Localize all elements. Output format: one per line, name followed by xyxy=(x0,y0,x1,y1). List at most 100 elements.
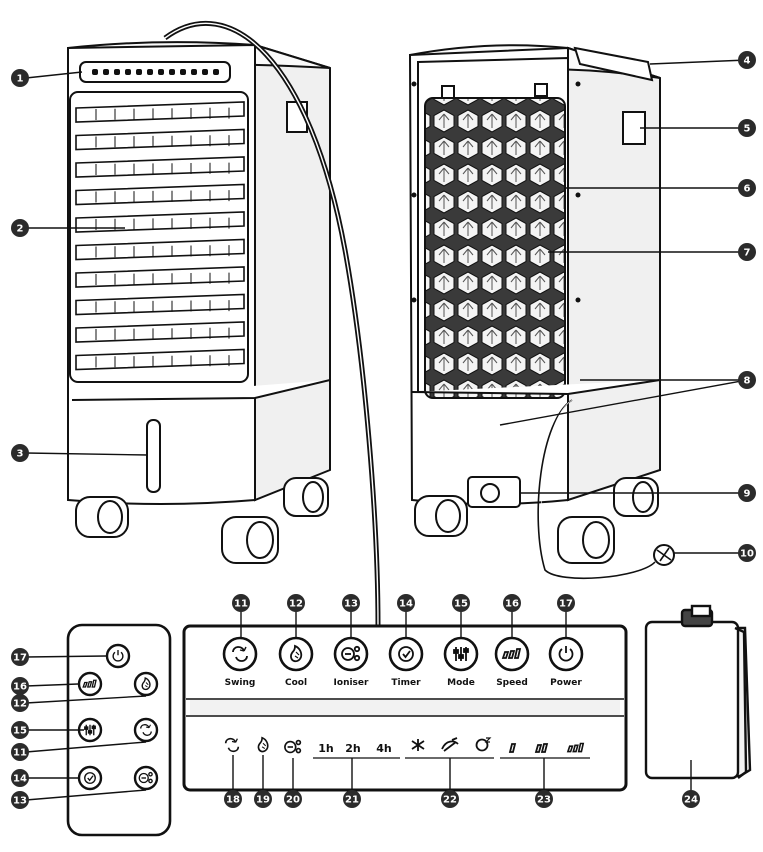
water-tank xyxy=(644,604,752,780)
callout-number: 22 xyxy=(443,795,457,806)
panel-mode-button[interactable]: Mode xyxy=(443,636,479,688)
panel-button-label: Cool xyxy=(285,678,307,688)
remote-swing-button[interactable] xyxy=(133,717,159,743)
timer-indicator-4h: 4h xyxy=(376,742,392,755)
callout-badge: 19 xyxy=(254,790,272,808)
callout-number: 13 xyxy=(344,599,358,610)
callout-badge: 9 xyxy=(738,484,756,502)
callout-badge: 22 xyxy=(441,790,459,808)
callout-badge: 8 xyxy=(738,371,756,389)
callout-badge: 20 xyxy=(284,790,302,808)
timer-indicator-2h: 2h xyxy=(345,742,361,755)
speed-icon xyxy=(566,742,585,753)
callout-number: 14 xyxy=(399,599,413,610)
callout-badge: 14 xyxy=(11,769,29,787)
callout-number: 11 xyxy=(13,748,27,759)
callout-number: 14 xyxy=(13,774,27,785)
mode-sleep-icon xyxy=(475,737,492,752)
panel-swing-button[interactable]: Swing xyxy=(222,636,258,688)
callout-number: 6 xyxy=(744,184,751,195)
speed-mid-icon xyxy=(534,743,549,753)
callout-badge: 12 xyxy=(11,694,29,712)
callout-number: 23 xyxy=(537,795,551,806)
power-cord xyxy=(537,399,656,580)
callout-badge: 1 xyxy=(11,69,29,87)
timer-icon xyxy=(84,772,96,784)
callout-number: 24 xyxy=(684,795,698,806)
callout-number: 13 xyxy=(13,796,27,807)
ioniser-icon xyxy=(284,739,302,754)
callout-number: 20 xyxy=(286,795,300,806)
ioniser-icon xyxy=(341,645,361,662)
swing-icon xyxy=(140,724,152,736)
callout-number: 1 xyxy=(17,74,24,85)
mode-icon xyxy=(84,724,96,736)
callout-number: 17 xyxy=(13,653,27,664)
callout-number: 11 xyxy=(234,599,248,610)
callout-number: 10 xyxy=(740,549,754,560)
callout-number: 19 xyxy=(256,795,270,806)
remote-timer-button[interactable] xyxy=(77,765,103,791)
panel-button-label: Power xyxy=(550,678,582,688)
callout-number: 21 xyxy=(345,795,359,806)
callout-badge: 14 xyxy=(397,594,415,612)
swing-icon xyxy=(232,646,248,662)
callout-number: 9 xyxy=(744,489,751,500)
front-wheels xyxy=(75,477,329,564)
callout-badge: 18 xyxy=(224,790,242,808)
callout-badge: 15 xyxy=(11,721,29,739)
cool-icon xyxy=(290,644,303,663)
callout-number: 2 xyxy=(17,224,24,235)
panel-button-label: Ioniser xyxy=(334,678,369,688)
remote-power-button[interactable] xyxy=(105,643,131,669)
remote-mode-button[interactable] xyxy=(77,717,103,743)
ioniser-icon xyxy=(138,771,153,784)
callout-number: 16 xyxy=(505,599,519,610)
power-icon xyxy=(558,646,574,662)
power-icon xyxy=(112,650,124,662)
callout-badge: 11 xyxy=(232,594,250,612)
callout-badge: 16 xyxy=(503,594,521,612)
panel-speed-button[interactable]: Speed xyxy=(494,636,530,688)
callout-badge: 15 xyxy=(452,594,470,612)
callout-number: 18 xyxy=(226,795,240,806)
callout-number: 17 xyxy=(559,599,573,610)
mode-normal-icon xyxy=(411,739,425,751)
panel-timer-button[interactable]: Timer xyxy=(388,636,424,688)
panel-button-label: Speed xyxy=(496,678,528,688)
remote-cool-button[interactable] xyxy=(133,671,159,697)
callout-number: 15 xyxy=(454,599,468,610)
callout-badge: 24 xyxy=(682,790,700,808)
cool-icon xyxy=(141,677,151,691)
remote-ioniser-button[interactable] xyxy=(133,765,159,791)
callout-badge: 11 xyxy=(11,743,29,761)
water-level-window xyxy=(146,419,161,493)
speed-low-icon xyxy=(508,743,517,753)
callout-badge: 17 xyxy=(557,594,575,612)
cool-icon xyxy=(257,736,269,753)
callout-number: 15 xyxy=(13,726,27,737)
panel-power-button[interactable]: Power xyxy=(548,636,584,688)
mode-natural-icon xyxy=(441,737,459,752)
panel-button-label: Swing xyxy=(225,678,256,688)
callout-number: 12 xyxy=(289,599,303,610)
callout-badge: 13 xyxy=(342,594,360,612)
panel-button-label: Timer xyxy=(391,678,421,688)
callout-badge: 16 xyxy=(11,677,29,695)
callout-badge: 5 xyxy=(738,119,756,137)
timer-indicator-1h: 1h xyxy=(318,742,334,755)
callout-number: 16 xyxy=(13,682,27,693)
callout-badge: 6 xyxy=(738,179,756,197)
callout-badge: 7 xyxy=(738,243,756,261)
callout-badge: 13 xyxy=(11,791,29,809)
panel-ioniser-button[interactable]: Ioniser xyxy=(334,636,369,688)
rear-wheels xyxy=(414,477,659,564)
callout-number: 8 xyxy=(744,376,751,387)
panel-button-label: Mode xyxy=(447,678,475,688)
remote-speed-button[interactable] xyxy=(77,671,103,697)
callout-badge: 4 xyxy=(738,51,756,69)
timer-icon xyxy=(398,646,414,662)
swing-icon xyxy=(224,737,240,753)
